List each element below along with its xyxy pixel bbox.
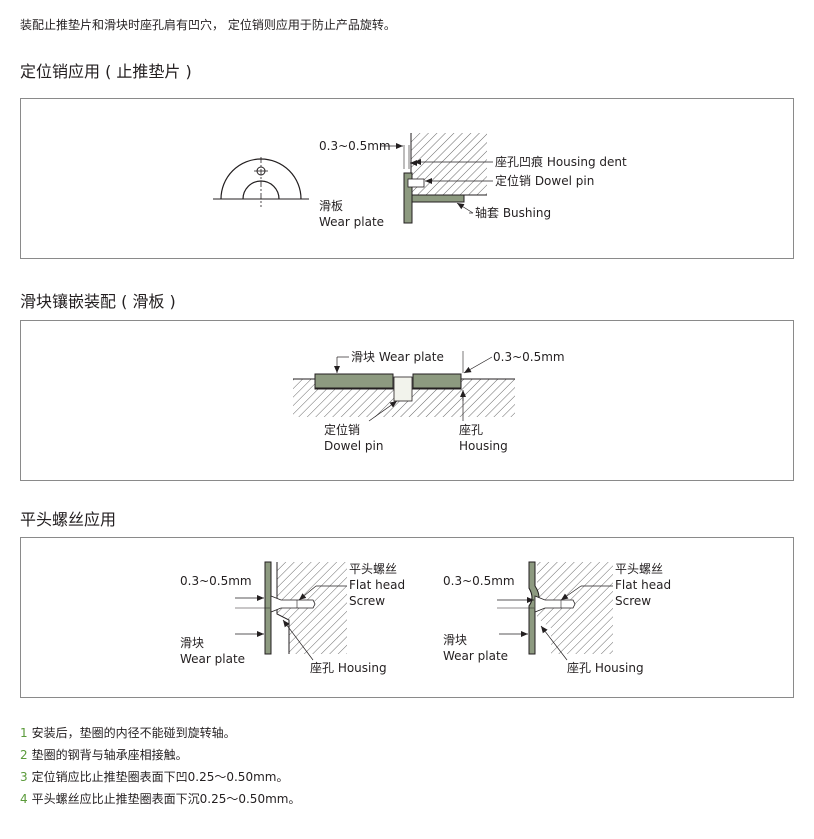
screw-shape: [270, 595, 316, 613]
note-number: 3: [20, 770, 28, 784]
housing-label-cn: 座孔: [459, 423, 484, 437]
panel-dowel-pin: 0.3~0.5mm 座孔凹痕 Housing dent 定位销 Dowel pi…: [20, 98, 794, 259]
right-wear-plate-label-en: Wear plate: [443, 649, 509, 663]
thrust-washer-drawing: [213, 157, 309, 207]
left-housing-label: 座孔 Housing: [310, 661, 387, 675]
right-screw-label-en2: Screw: [615, 594, 652, 608]
note-text: 平头螺丝应比止推垫圈表面下沉0.25～0.50mm。: [31, 792, 301, 806]
right-wear-plate-label-cn: 滑块: [443, 633, 468, 647]
left-wear-plate-label-cn: 滑块: [180, 636, 205, 650]
wear-plate-right: [412, 373, 462, 389]
slider-inset-diagram: [293, 351, 515, 422]
housing-dent-label: 座孔凹痕 Housing dent: [495, 155, 627, 169]
section-title-dowel-pin: 定位销应用 ( 止推垫片 ): [20, 62, 192, 81]
panel-slider-inset: 滑块 Wear plate 0.3~0.5mm 定位销 Dowel pin 座孔…: [20, 320, 794, 481]
note-number: 1: [20, 726, 28, 740]
wear-plate-label: 滑块 Wear plate: [351, 350, 444, 364]
flat-head-screw-diagram: [235, 561, 613, 661]
bushing-label: 轴套 Bushing: [475, 206, 552, 220]
wear-plate-label-en: Wear plate: [319, 215, 385, 229]
left-screw-label-en2: Screw: [349, 594, 386, 608]
note-text: 安装后，垫圈的内径不能碰到旋转轴。: [31, 726, 236, 740]
housing-label-en: Housing: [459, 439, 508, 453]
section-title-flat-head-screw: 平头螺丝应用: [20, 510, 117, 529]
wear-plate-label-cn: 滑板: [319, 199, 344, 213]
note-number: 4: [20, 792, 28, 806]
right-gap-label: 0.3~0.5mm: [443, 574, 515, 588]
dowel-pin-diagram: [213, 133, 493, 224]
wear-plate-left: [314, 373, 394, 389]
note-text: 垫圈的钢背与轴承座相接触。: [31, 748, 188, 762]
right-screw-label-en1: Flat head: [615, 578, 672, 592]
screw-shape: [534, 595, 576, 613]
gap-label: 0.3~0.5mm: [493, 350, 565, 364]
gap-label: 0.3~0.5mm: [319, 139, 391, 153]
left-screw-label-en1: Flat head: [349, 578, 406, 592]
right-screw-label-cn: 平头螺丝: [615, 562, 664, 576]
dowel-pin-label-en: Dowel pin: [324, 439, 384, 453]
note-number: 2: [20, 748, 28, 762]
section-title-slider-inset: 滑块镶嵌装配 ( 滑板 ): [20, 292, 176, 311]
left-screw-label-cn: 平头螺丝: [349, 562, 398, 576]
right-housing-label: 座孔 Housing: [567, 661, 644, 675]
left-wear-plate-label-en: Wear plate: [180, 652, 246, 666]
intro-text: 装配止推垫片和滑块时座孔肩有凹穴， 定位销则应用于防止产品旋转。: [20, 18, 396, 32]
dowel-pin-shape: [407, 178, 425, 188]
note-text: 定位销应比止推垫圈表面下凹0.25～0.50mm。: [31, 770, 289, 784]
dowel-pin-label: 定位销 Dowel pin: [495, 174, 595, 188]
right-diagram: [497, 561, 613, 661]
left-diagram: [235, 561, 347, 661]
dowel-pin-label-cn: 定位销: [324, 423, 361, 437]
dowel-pin-shape: [393, 376, 413, 402]
bushing-bar: [411, 194, 465, 203]
left-gap-label: 0.3~0.5mm: [180, 574, 252, 588]
panel-flat-head-screw: 0.3~0.5mm 平头螺丝 Flat head Screw 滑块 Wear p…: [20, 537, 794, 698]
